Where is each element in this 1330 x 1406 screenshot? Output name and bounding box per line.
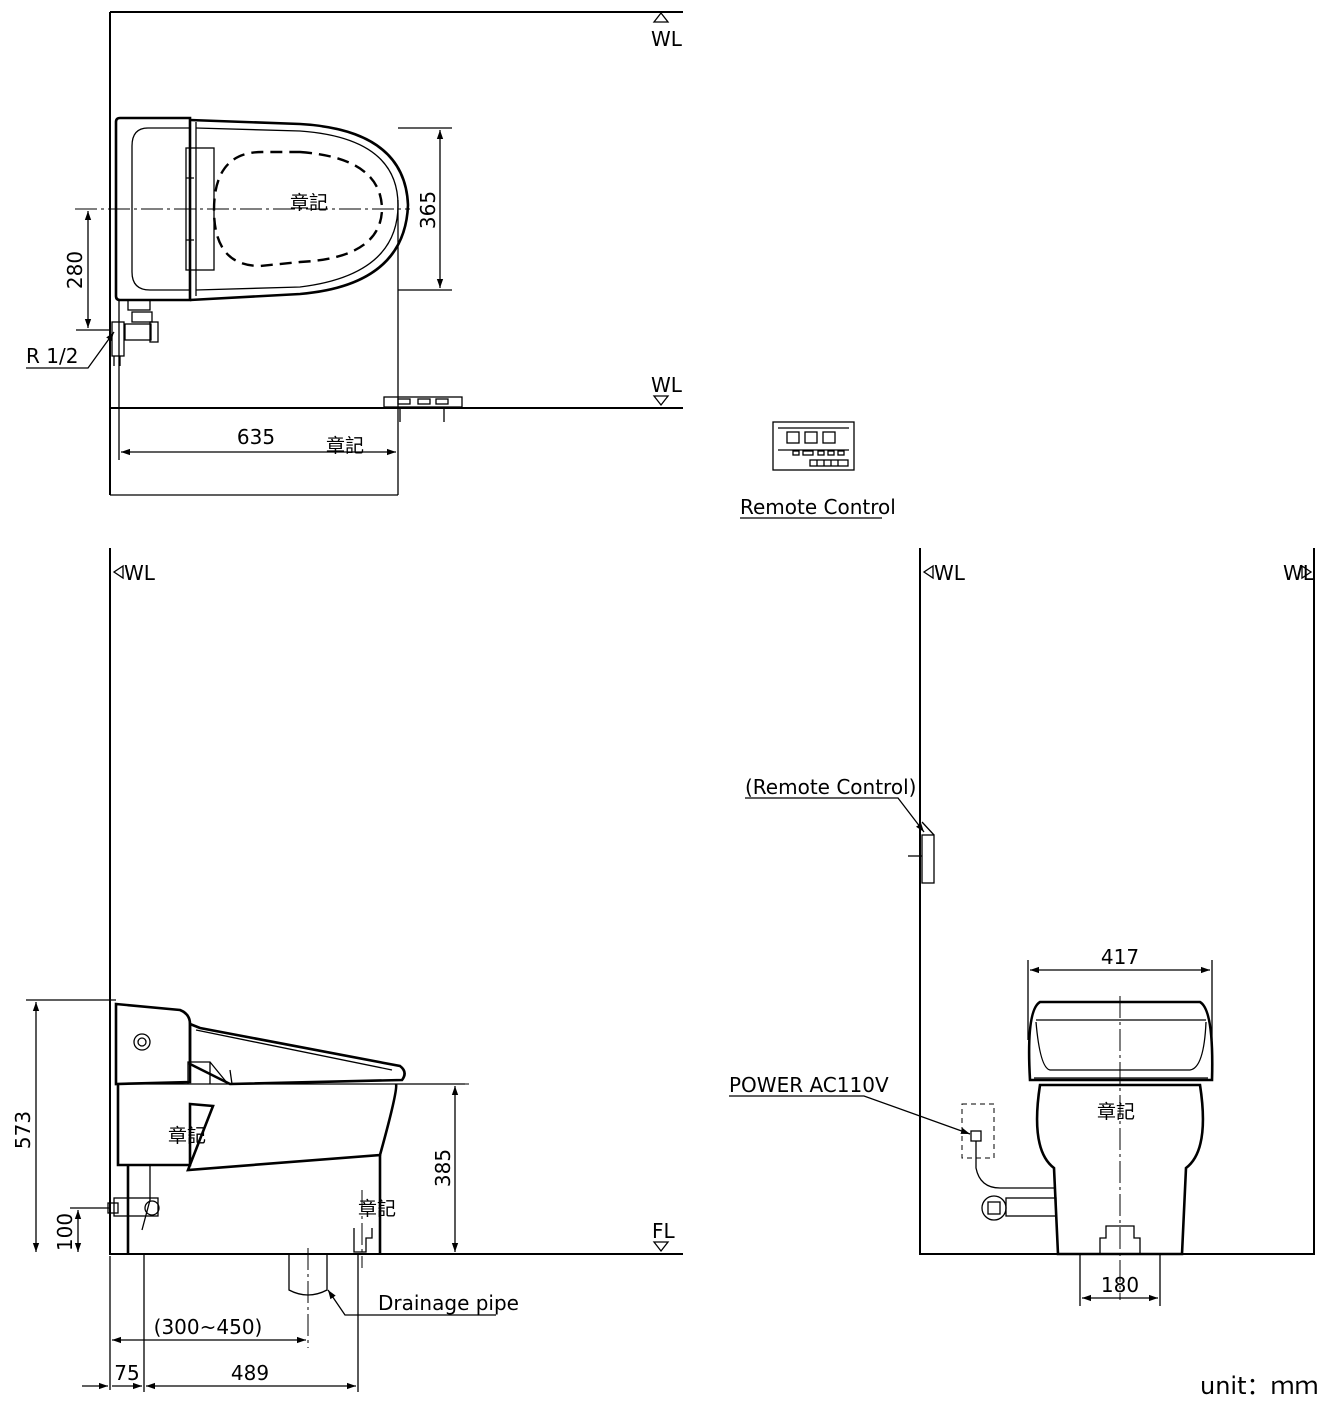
bowl-opening-dashed — [212, 150, 384, 268]
power-outlet — [961, 1103, 1057, 1221]
unit-label: unit：ｍｍ — [1200, 1372, 1319, 1400]
dim-75: 75 — [114, 1361, 139, 1385]
bowl-side-outline — [116, 1083, 398, 1172]
seat-lid-side — [188, 1022, 406, 1086]
dim-280: 280 — [63, 251, 87, 289]
wl-label-top: WL — [651, 27, 683, 51]
dim-489: 489 — [231, 1361, 269, 1385]
dim-417: 417 — [1101, 945, 1139, 969]
top-view: WL WL 章記 365 — [26, 11, 683, 496]
side-button — [133, 1033, 151, 1051]
r-half-leader — [26, 331, 115, 369]
wl-marker-mid: WL — [651, 373, 683, 407]
fl-marker: FL — [652, 1219, 676, 1253]
dim-180: 180 — [1101, 1273, 1139, 1297]
r-half-label: R 1/2 — [26, 344, 78, 368]
side-wl-label: WL — [124, 561, 156, 585]
flange-front — [1099, 1225, 1141, 1255]
seat-front — [1027, 1000, 1214, 1082]
tank-plan-inner — [131, 127, 191, 291]
stamp-plan: 章記 — [290, 192, 328, 214]
power-label: POWER AC110V — [729, 1073, 889, 1097]
dim-300-450: (300~450) — [154, 1315, 263, 1339]
front-view: WL WL (Remote Control) 章記 — [729, 548, 1315, 1306]
wl-label-mid: WL — [651, 373, 683, 397]
wl-marker-top: WL — [651, 11, 683, 51]
remote-control-icon — [772, 421, 855, 471]
bowl-plan-inner — [195, 127, 399, 291]
supply-valve-plan — [111, 299, 159, 366]
drainage-label: Drainage pipe — [378, 1291, 519, 1315]
drainage-leader — [327, 1289, 496, 1316]
dim-100: 100 — [53, 1213, 77, 1251]
supply-valve-side — [107, 1197, 160, 1217]
dim-385: 385 — [431, 1149, 455, 1187]
bowl-front — [1035, 1083, 1205, 1256]
bolt-marks — [186, 174, 194, 244]
side-wl-arrow — [112, 564, 124, 580]
remote-plan — [383, 396, 463, 422]
fl-label: FL — [652, 1219, 676, 1243]
remote-leader — [745, 797, 925, 833]
front-wl-left: WL — [934, 561, 966, 585]
drainage-pipe — [288, 1248, 328, 1348]
stamp-front: 章記 — [1097, 1101, 1135, 1123]
dim-635: 635 — [237, 425, 275, 449]
dim-573: 573 — [11, 1111, 35, 1149]
stamp-side-2: 章記 — [358, 1198, 396, 1220]
floor-anchor-marks — [143, 1190, 373, 1268]
stamp-635: 章記 — [326, 435, 364, 457]
dim-365: 365 — [416, 191, 440, 229]
bowl-plan-outline — [189, 118, 410, 302]
remote-paren-label: (Remote Control) — [745, 775, 916, 799]
tank-side — [114, 1002, 192, 1086]
side-view: WL FL 章記 章記 — [11, 548, 683, 1392]
tank-plan-outline — [114, 116, 192, 302]
stamp-side: 章記 — [168, 1125, 206, 1147]
power-leader — [729, 1095, 971, 1135]
remote-control-label: Remote Control — [740, 495, 896, 519]
remote-side — [908, 821, 935, 884]
